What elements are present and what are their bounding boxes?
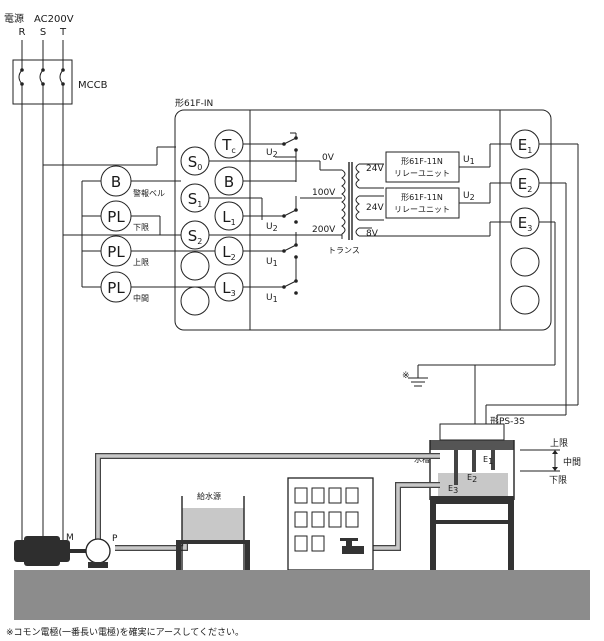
pump-label: P (112, 534, 118, 544)
svg-text:PL: PL (107, 279, 125, 297)
terminal-l2: L2 (214, 236, 244, 266)
transformer-0v-label: 0V (322, 153, 335, 163)
terminal-e2: E2 (510, 168, 540, 198)
level-lower-label: 下限 (549, 475, 567, 486)
alarm-bell-indicator: B (100, 165, 132, 197)
u2-output-label: U2 (463, 191, 475, 202)
electrode-e1-label: E1 (483, 455, 493, 466)
svg-text:S2: S2 (188, 227, 203, 246)
relay-unit-name: リレーユニット (394, 169, 450, 178)
electrode-wiring (417, 143, 579, 440)
terminal-l1: L1 (214, 201, 244, 231)
power-lines (21, 40, 64, 548)
svg-text:E3: E3 (518, 214, 533, 233)
terminal-s2: S2 (180, 220, 210, 250)
electrode-e2-label: E2 (467, 473, 477, 484)
u1-output-label: U1 (463, 155, 475, 166)
mccb-label: MCCB (78, 80, 108, 91)
u2-contact-label: U2 (266, 148, 278, 159)
terminal-l3: L3 (214, 272, 244, 302)
svg-text:L1: L1 (222, 208, 235, 227)
electrode-rods (454, 450, 495, 485)
level-upper-label: 上限 (550, 438, 568, 449)
relay-supply-voltage: 24V (366, 164, 384, 174)
terminal-blank (180, 251, 210, 281)
electrode-e3-label: E3 (448, 484, 458, 495)
internal-contacts (209, 132, 321, 295)
relay-unit-model: 形61F-11N (401, 157, 443, 166)
svg-text:PL: PL (107, 243, 125, 261)
terminal-blank (510, 285, 540, 315)
svg-text:S1: S1 (188, 190, 203, 209)
supply-source-tank (176, 496, 250, 570)
water-pipes (95, 453, 440, 551)
ground-note-mark: ※ (402, 371, 410, 381)
pump (85, 538, 111, 568)
relay-unit-name: リレーユニット (394, 205, 450, 214)
pilot-lamp-upper: PL (100, 235, 132, 267)
terminal-e3: E3 (510, 207, 540, 237)
pilot-lamp-middle: PL (100, 271, 132, 303)
svg-text:S0: S0 (188, 153, 203, 172)
mccb-breaker (12, 59, 73, 105)
phase-r-label: R (19, 27, 26, 38)
svg-text:PL: PL (107, 208, 125, 226)
building (287, 477, 374, 571)
phase-s-label: S (40, 27, 46, 38)
motor-label: M (66, 533, 74, 543)
terminal-s1: S1 (180, 183, 210, 213)
power-source-label: 電源 (4, 12, 24, 25)
svg-text:L2: L2 (222, 243, 235, 262)
svg-text:L3: L3 (222, 279, 235, 298)
phase-t-label: T (59, 27, 67, 38)
level-middle-label: 中間 (563, 456, 581, 468)
sensor-voltage-label: 8V (366, 229, 379, 239)
transformer (300, 162, 384, 240)
relay-supply-voltage: 24V (366, 203, 384, 213)
svg-text:E1: E1 (518, 136, 533, 155)
relay-unit-2: 形61F-11N リレーユニット (385, 187, 460, 219)
terminal-tc: Tc (214, 129, 244, 159)
u1-contact-label: U1 (266, 257, 278, 268)
svg-text:B: B (224, 173, 234, 191)
level-markers (520, 449, 560, 472)
pilot-lamp-middle-label: 中間 (133, 293, 149, 303)
elevated-tank (429, 423, 515, 570)
indicator-wiring (43, 146, 215, 288)
terminal-b: B (214, 166, 244, 196)
pilot-lamp-lower-label: 下限 (133, 223, 149, 232)
footnote: ※コモン電極(一番長い電極)を確実にアースしてください。 (6, 626, 244, 638)
transformer-100v-label: 100V (312, 188, 336, 198)
supply-source-label: 給水源 (197, 491, 221, 501)
transformer-label: トランス (328, 246, 360, 255)
terminal-s0: S0 (180, 146, 210, 176)
pilot-lamp-upper-label: 上限 (133, 258, 149, 267)
ground-symbol (408, 377, 428, 387)
terminal-blank (180, 286, 210, 316)
u2-contact-label: U2 (266, 222, 278, 233)
relay-output-wiring (372, 143, 511, 237)
svg-text:E2: E2 (518, 175, 533, 194)
terminal-blank (510, 247, 540, 277)
u1-contact-label: U1 (266, 293, 278, 304)
alarm-bell-label: 警報ベル (133, 188, 165, 198)
transformer-200v-label: 200V (312, 225, 336, 235)
controller-model-label: 形61F-IN (175, 97, 213, 109)
terminal-e1: E1 (510, 129, 540, 159)
relay-unit-1: 形61F-11N リレーユニット (385, 151, 460, 183)
ground-surface (14, 570, 590, 620)
svg-text:B: B (111, 173, 121, 191)
power-voltage-label: AC200V (34, 14, 74, 25)
motor (14, 536, 86, 566)
svg-text:Tc: Tc (221, 136, 236, 155)
pilot-lamp-lower: PL (100, 200, 132, 232)
relay-unit-model: 形61F-11N (401, 193, 443, 202)
